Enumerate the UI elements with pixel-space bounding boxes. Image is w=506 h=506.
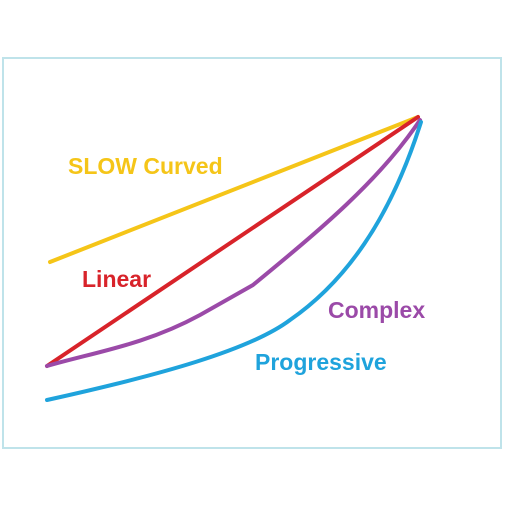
linear-line	[45, 115, 420, 368]
linear-label: Linear	[82, 266, 151, 292]
complex-label: Complex	[328, 297, 425, 323]
slow-curved-label: SLOW Curved	[68, 153, 223, 179]
slow-curved-line	[48, 115, 420, 264]
progressive-label: Progressive	[255, 349, 387, 375]
progressive-line	[45, 120, 423, 402]
complex-line	[45, 118, 422, 368]
